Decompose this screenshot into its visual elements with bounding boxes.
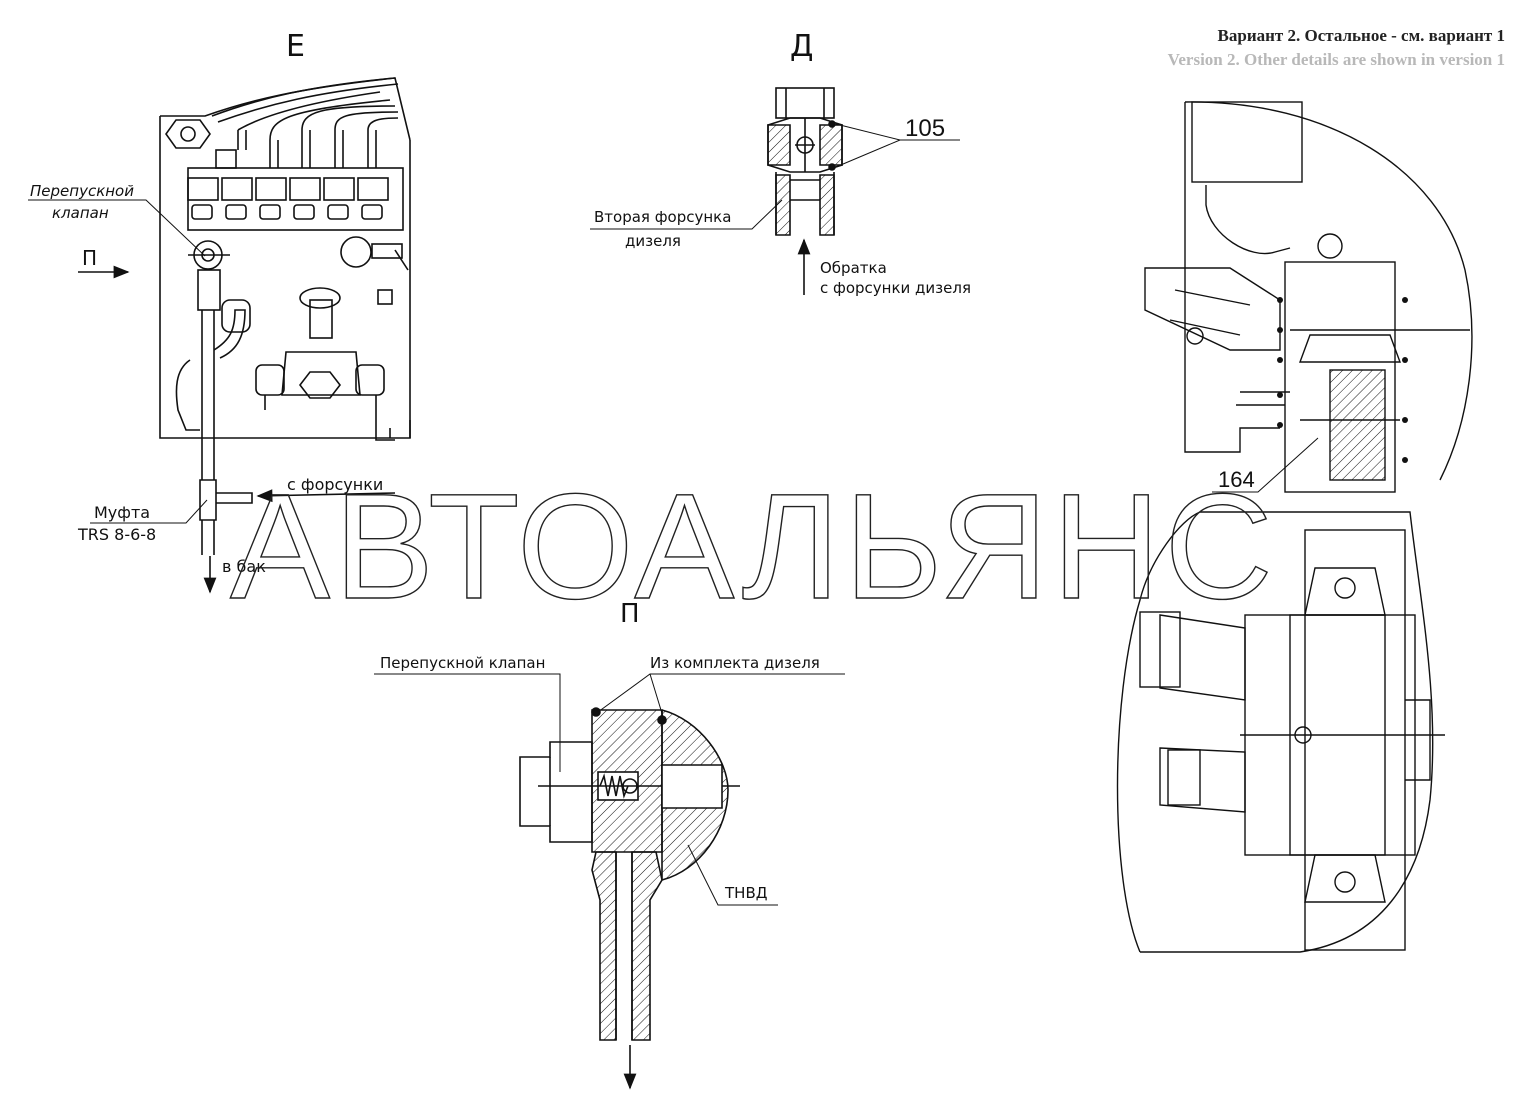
bypass-valve-label-1: Перепускной xyxy=(30,182,134,200)
fittings-row xyxy=(187,149,389,220)
view-p: П xyxy=(519,599,740,1041)
return-label-1: Обратка xyxy=(820,259,887,277)
view-d-title: Д xyxy=(790,29,813,64)
lower-mount-bracket xyxy=(1304,854,1386,903)
view-e-title: Е xyxy=(286,29,305,64)
hydraulic-motor xyxy=(1144,267,1281,351)
p-bypass-valve-label: Перепускной клапан xyxy=(380,654,545,672)
callout-105: 105 xyxy=(905,115,945,142)
hex-bolt xyxy=(165,119,211,149)
variant-note-en: Version 2. Other details are shown in ve… xyxy=(1167,50,1505,69)
right-view-upper xyxy=(1144,101,1473,493)
engine-outline-lower xyxy=(1140,511,1434,953)
second-injector-label-1: Вторая форсунка xyxy=(594,208,731,226)
watermark: АВТОАЛЬЯНС xyxy=(230,462,1277,630)
injector-pipes xyxy=(211,77,399,168)
view-e-labels: Перепускной клапан П с форсунки Муфта TR… xyxy=(28,182,396,594)
engine-outline xyxy=(1184,101,1473,481)
right-view-upper-labels: 164 xyxy=(1212,437,1319,493)
coupling-label-2: TRS 8-6-8 xyxy=(77,525,156,544)
mounting-plate xyxy=(159,116,411,439)
central-valve xyxy=(255,287,395,441)
view-p-title: П xyxy=(620,599,640,629)
pump-pulley xyxy=(1298,334,1402,363)
p-diesel-kit-label: Из комплекта дизеля xyxy=(650,654,820,672)
p-hp-pump-label: ТНВД xyxy=(724,884,767,902)
view-e: Е xyxy=(159,29,411,555)
adapter-plate xyxy=(1284,261,1396,493)
arrow-p-label: П xyxy=(82,246,97,270)
view-d-labels: 105 Вторая форсунка дизеля Обратка с фор… xyxy=(590,115,971,297)
return-label-2: с форсунки дизеля xyxy=(820,279,971,297)
hydraulic-motor-2 xyxy=(1159,747,1246,813)
callout-164: 164 xyxy=(1218,467,1255,492)
second-injector-label-2: дизеля xyxy=(625,232,681,250)
hose-section-right xyxy=(631,851,663,1041)
bypass-valve-body xyxy=(519,741,593,843)
to-tank-label: в бак xyxy=(222,557,266,576)
union-nut xyxy=(775,87,835,119)
hose-section-left xyxy=(591,851,617,1041)
coupling-label-1: Муфта xyxy=(94,503,150,522)
right-view-lower xyxy=(1116,511,1445,953)
hydraulic-motor-1 xyxy=(1159,614,1246,701)
view-d: Д xyxy=(767,29,843,236)
view-p-labels: Перепускной клапан Из комплекта дизеля Т… xyxy=(374,654,845,1090)
variant-note-ru: Вариант 2. Остальное - см. вариант 1 xyxy=(1217,26,1505,45)
return-pipe xyxy=(201,310,215,480)
bypass-valve-label-2: клапан xyxy=(52,204,109,222)
upper-mount-bracket xyxy=(1304,567,1386,616)
from-injector-label: с форсунки xyxy=(287,475,383,494)
